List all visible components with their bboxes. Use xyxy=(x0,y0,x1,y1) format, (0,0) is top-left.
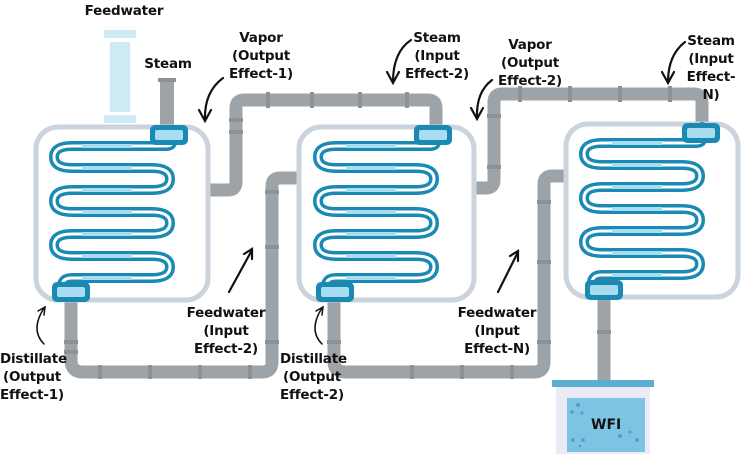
feedwater-inlet-column xyxy=(104,30,136,123)
label-steam-input-effect-2: Steam (Input Effect-2) xyxy=(405,30,469,82)
arrow-steam-in-2 xyxy=(391,38,413,84)
arrow-feedwater-in-2 xyxy=(227,248,254,294)
pipe-distillate-1-to-feed-2 xyxy=(64,171,298,379)
pipe-vapor-1-to-effect-2 xyxy=(208,93,443,197)
arrow-distillate-out-1 xyxy=(36,307,45,345)
label-vapor-output-effect-1: Vapor (Output Effect-1) xyxy=(229,30,293,82)
label-feedwater-top: Feedwater xyxy=(84,3,164,19)
label-distillate-output-effect-2: Distillate (Output Effect-2) xyxy=(280,351,347,403)
label-distillate-output-effect-1: Distillate (Output Effect-1) xyxy=(0,351,67,403)
arrow-distillate-out-2 xyxy=(314,307,323,345)
pipe-network xyxy=(64,87,709,385)
label-steam-input-effect-n: Steam (Input Effect-N) xyxy=(686,33,736,103)
pipe-distillate-2-to-feed-n xyxy=(327,169,565,379)
arrow-vapor-out-2 xyxy=(475,78,494,120)
label-feedwater-input-effect-n: Feedwater (Input Effect-N) xyxy=(457,305,537,357)
effect-2-vessel xyxy=(296,124,477,303)
effect-n-vessel xyxy=(563,121,741,300)
wfi-tank xyxy=(552,380,654,454)
pipe-vapor-2-to-effect-n xyxy=(475,87,709,195)
label-wfi: WFI xyxy=(591,417,622,433)
label-vapor-output-effect-2: Vapor (Output Effect-2) xyxy=(498,37,562,89)
label-feedwater-input-effect-2: Feedwater (Input Effect-2) xyxy=(186,305,266,357)
arrow-feedwater-in-n xyxy=(496,250,520,294)
arrow-vapor-out-1 xyxy=(203,76,225,122)
arrow-steam-in-n xyxy=(666,40,687,84)
annotation-arrows xyxy=(36,38,687,345)
effect-1-vessel xyxy=(33,124,211,303)
label-steam-top: Steam xyxy=(144,56,192,72)
steam-inlet-pipe xyxy=(158,78,176,130)
pipe-joints xyxy=(64,86,672,379)
